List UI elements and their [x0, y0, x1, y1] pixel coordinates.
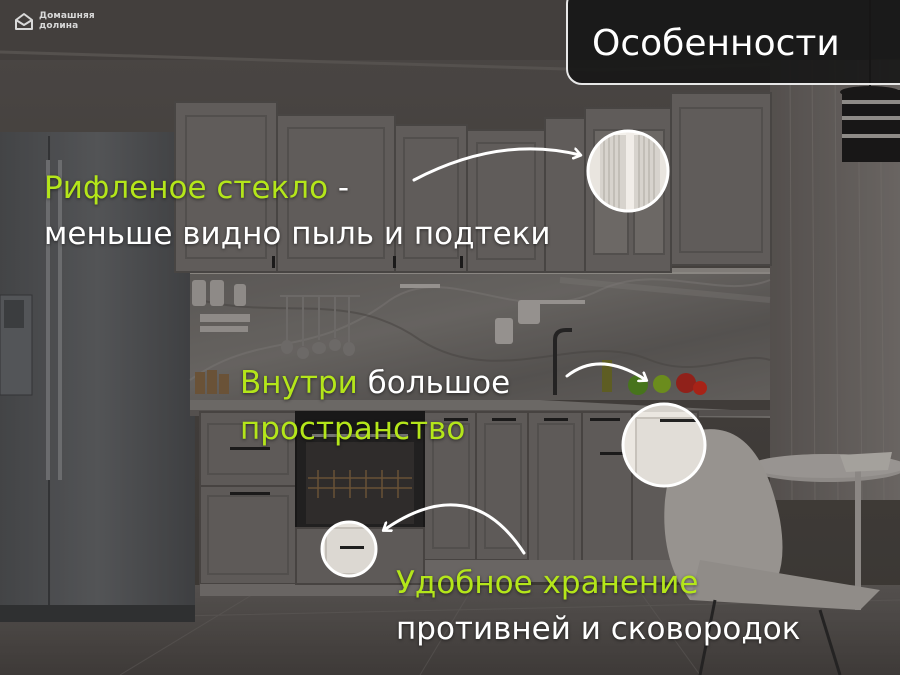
feature-line-1: Удобное хранение — [396, 560, 800, 606]
feature-text: - — [328, 170, 350, 206]
title-banner — [566, 0, 900, 85]
feature-line-1: Рифленое стекло - — [44, 165, 551, 211]
arrow-to-cabinet-interior — [565, 362, 646, 380]
brand-logo: Домашняя долина — [14, 11, 95, 31]
arrow-to-oven-drawer — [384, 503, 526, 555]
feature-line-2: пространство — [240, 411, 466, 447]
feature-line-1: Внутри большое — [240, 360, 510, 406]
feature-highlight: Удобное хранение — [396, 565, 699, 601]
feature-ribbed-glass: Рифленое стекло - меньше видно пыль и по… — [44, 165, 551, 257]
magnifier-oven-drawer — [320, 520, 378, 578]
arrow-to-glass-doors — [412, 147, 580, 182]
feature-line-2: противней и сковородок — [396, 611, 801, 647]
page-title: Особенности — [592, 23, 840, 64]
feature-highlight: Внутри — [240, 365, 358, 401]
magnifier-glass-doors — [586, 129, 670, 213]
feature-storage: Удобное хранение противней и сковородок — [396, 560, 800, 652]
feature-line-2: меньше видно пыль и подтеки — [44, 216, 551, 252]
feature-text: большое — [357, 365, 511, 401]
house-logo-icon — [15, 13, 33, 30]
magnifier-cabinet-interior — [621, 402, 707, 488]
feature-highlight: Рифленое стекло — [44, 170, 329, 206]
feature-spacious-interior: Внутри большое пространство — [240, 360, 510, 452]
brand-logo-text: Домашняя долина — [39, 11, 95, 31]
